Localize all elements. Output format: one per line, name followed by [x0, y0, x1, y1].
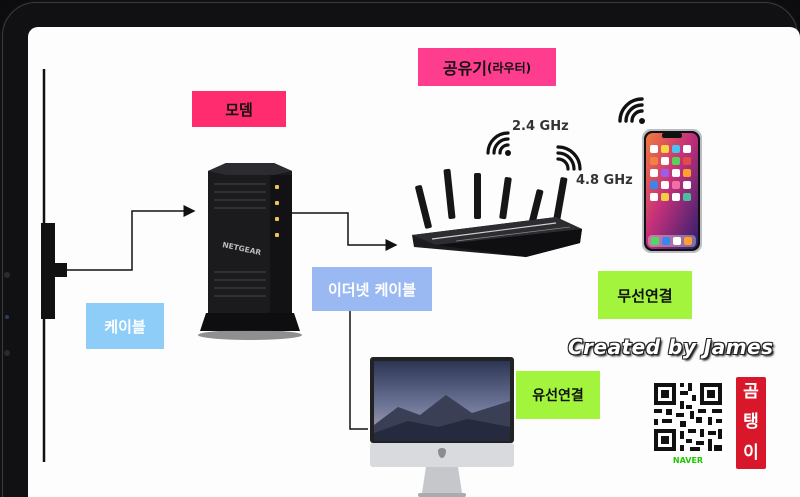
seal-char: 탱	[743, 412, 759, 433]
wifi-48-icon	[556, 145, 582, 171]
wall-outlet	[41, 223, 55, 319]
ethernet-arrow	[290, 212, 398, 251]
router-label: 공유기(라우터)	[418, 48, 556, 86]
freq-24-label: 2.4 GHz	[512, 119, 569, 134]
wifi-phone-icon	[618, 97, 645, 124]
outlet-plug	[55, 263, 67, 277]
seal-stamp: 곰 탱 이	[736, 377, 766, 469]
router-label-sub: (라우터)	[487, 60, 532, 75]
qr-caption: NAVER	[672, 456, 704, 465]
wifi-24-icon	[486, 131, 511, 156]
camera-dot	[5, 315, 9, 319]
side-button	[4, 350, 10, 356]
wireless-label: 무선연결	[598, 271, 692, 319]
smartphone-device	[642, 129, 702, 253]
seal-char: 이	[743, 443, 759, 464]
connection-lines	[41, 69, 398, 462]
freq-48-label: 4.8 GHz	[576, 173, 633, 188]
modem-label: 모뎀	[192, 91, 286, 127]
modem-device: NETGEAR	[198, 163, 302, 340]
seal-char: 곰	[743, 381, 759, 402]
credit-text: Created by James	[568, 335, 774, 359]
ethernet-label: 이더넷 케이블	[312, 267, 432, 311]
cable-arrow	[67, 205, 196, 271]
cable-label: 케이블	[86, 303, 164, 349]
imac-device	[370, 357, 514, 497]
router-label-main: 공유기	[442, 59, 488, 78]
screen: NETGEAR 2.4 GHz	[28, 27, 800, 497]
qr-code-icon	[650, 379, 726, 455]
side-button	[4, 272, 10, 278]
router-device	[412, 168, 582, 257]
wired-label: 유선연결	[516, 371, 600, 419]
